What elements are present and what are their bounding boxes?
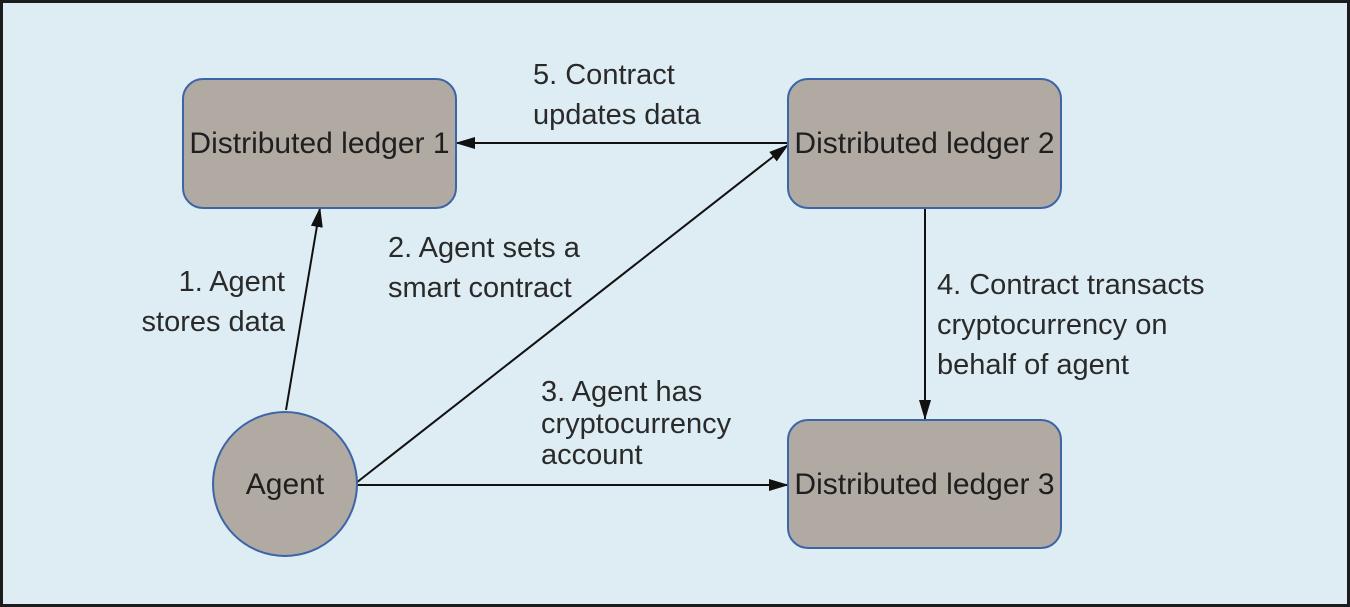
label-step4-line2: cryptocurrency on: [937, 309, 1168, 341]
label-step2-line1: 2. Agent sets a: [388, 232, 581, 264]
label-step5-line1: 5. Contract: [533, 59, 675, 91]
label-step1-line2: stores data: [142, 306, 286, 338]
node-ledger2: Distributed ledger 2: [787, 78, 1062, 209]
label-step5-line2: updates data: [533, 99, 702, 131]
label-step4: 4. Contract transacts cryptocurrency on …: [937, 269, 1205, 381]
node-agent-circle: [212, 411, 358, 557]
node-ledger2-box: [787, 78, 1062, 209]
label-step1: 1. Agent stores data: [142, 266, 286, 338]
node-ledger3-box: [787, 419, 1062, 549]
label-step4-line3: behalf of agent: [937, 349, 1129, 381]
arrow-agent-to-ledger2: [355, 144, 789, 484]
node-ledger1-box: [182, 78, 457, 209]
label-step1-line1: 1. Agent: [179, 266, 285, 298]
node-agent: Agent: [212, 411, 358, 557]
label-step3-line1: 3. Agent has: [541, 376, 702, 408]
node-ledger1: Distributed ledger 1: [182, 78, 457, 209]
node-agent-label: Agent: [246, 468, 325, 501]
label-step3-line3: account: [541, 439, 643, 471]
label-step2-line2: smart contract: [388, 272, 572, 304]
label-step5: 5. Contract updates data: [533, 59, 702, 131]
node-ledger2-label: Distributed ledger 2: [794, 127, 1054, 160]
label-step3-line2: cryptocurrency: [541, 408, 732, 440]
node-ledger3-label: Distributed ledger 3: [794, 468, 1054, 501]
node-ledger1-label: Distributed ledger 1: [189, 127, 449, 160]
label-step2: 2. Agent sets a smart contract: [388, 232, 581, 304]
label-step3: 3. Agent has cryptocurrency account: [541, 376, 732, 471]
node-ledger3: Distributed ledger 3: [787, 419, 1062, 549]
arrow-agent-to-ledger1: [285, 207, 323, 411]
label-step4-line1: 4. Contract transacts: [937, 269, 1205, 301]
